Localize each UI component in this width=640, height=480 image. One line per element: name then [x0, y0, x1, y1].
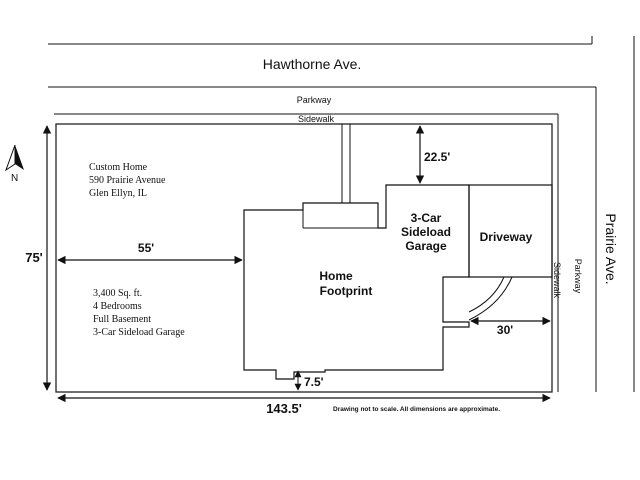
parkway-label-side: Parkway [573, 259, 583, 294]
home-footprint-label-line-2: Footprint [320, 284, 373, 298]
street-name-prairie: Prairie Ave. [603, 213, 619, 284]
feature-line-3: Full Basement [93, 314, 151, 325]
garage-label-line-3: Garage [405, 239, 447, 253]
garage-label-line-2: Sideload [401, 225, 451, 239]
feature-line-1: 3,400 Sq. ft. [93, 288, 142, 299]
scale-disclaimer-note: Drawing not to scale. All dimensions are… [333, 406, 500, 413]
driveway-outline [468, 184, 553, 278]
home-footprint-label-line-1: Home [319, 269, 353, 283]
top-setback-dimension-label: 22.5' [424, 150, 450, 164]
street-name-hawthorne: Hawthorne Ave. [263, 56, 362, 72]
driveway-width-dimension-label: 30' [497, 323, 513, 337]
home-footprint-outline [243, 184, 470, 380]
sidewalk-label-side: Sidewalk [552, 262, 562, 299]
address-line-1: Custom Home [89, 162, 148, 173]
driveway-curve-inner [468, 276, 505, 313]
north-arrow-icon [5, 144, 24, 172]
address-line-3: Glen Ellyn, IL [89, 188, 147, 199]
feature-line-4: 3-Car Sideload Garage [93, 327, 185, 338]
driveway-curve-outer [468, 276, 513, 321]
sidewalk-label-top: Sidewalk [298, 114, 335, 124]
north-arrow-label: N [11, 173, 18, 184]
parkway-label-top: Parkway [297, 95, 332, 105]
width-dimension-label: 143.5' [266, 401, 302, 416]
front-setback-dimension-label: 55' [138, 241, 154, 255]
depth-dimension-label: 75' [25, 250, 43, 265]
address-line-2: 590 Prairie Avenue [89, 175, 166, 186]
rear-setback-dimension-label: 7.5' [304, 375, 324, 389]
driveway-label: Driveway [480, 230, 533, 244]
feature-line-2: 4 Bedrooms [93, 301, 142, 312]
garage-label-line-1: 3-Car [411, 211, 442, 225]
